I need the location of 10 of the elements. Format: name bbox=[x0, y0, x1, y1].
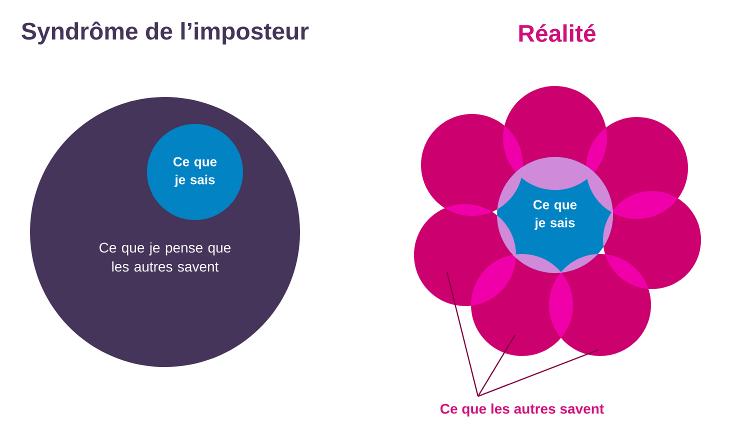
heading: Syndrôme de l’imposteur bbox=[22, 22, 309, 44]
knowledge-circle bbox=[497, 157, 613, 273]
circle-label: Ce que je sais bbox=[534, 200, 577, 230]
circle-label: Ce que je sais bbox=[174, 157, 217, 187]
caption-text: Ce que les autres savent bbox=[440, 403, 604, 417]
knowledge-circle bbox=[147, 124, 243, 220]
circle-label: Ce que je pense que les autres savent bbox=[100, 242, 231, 272]
leader-line bbox=[478, 349, 598, 397]
leader-line bbox=[446, 272, 479, 396]
heading: Réalité bbox=[519, 24, 596, 42]
